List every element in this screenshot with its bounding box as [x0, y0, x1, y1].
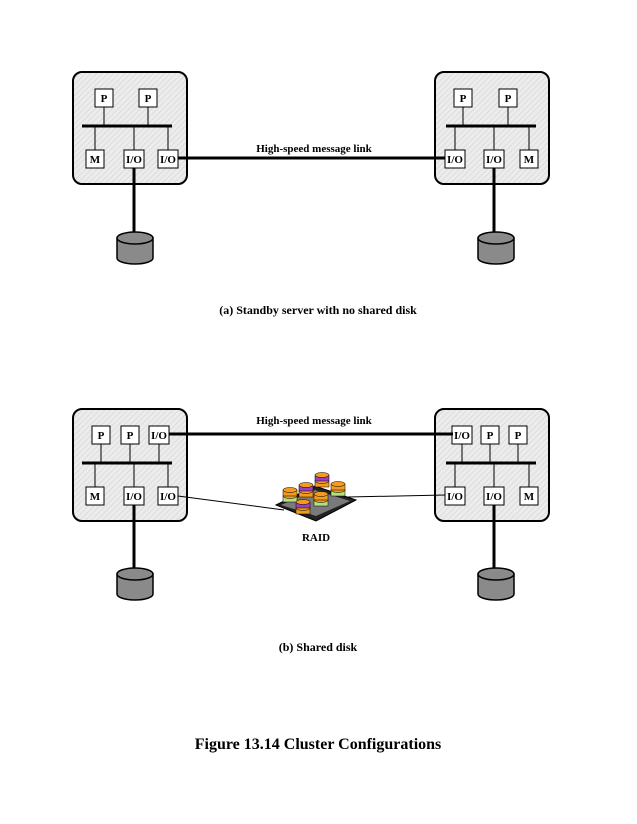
memory-label: M: [90, 154, 101, 166]
figure-title: Figure 13.14 Cluster Configurations: [195, 736, 442, 753]
processor-label: P: [127, 430, 134, 442]
io-label: I/O: [486, 154, 502, 166]
io-label: I/O: [160, 154, 176, 166]
diagram-b: P P I/O M I/O I/O I/O: [72, 408, 550, 654]
link-label: High-speed message link: [256, 143, 372, 155]
disk-icon: [116, 567, 154, 601]
processor-label: P: [101, 93, 108, 105]
link-label: High-speed message link: [256, 415, 372, 427]
io-label: I/O: [486, 491, 502, 503]
io-label: I/O: [447, 491, 463, 503]
raid-disk-icon: [282, 487, 298, 503]
node-a-left: P P M I/O I/O: [72, 71, 188, 185]
processor-label: P: [515, 430, 522, 442]
memory-label: M: [524, 154, 535, 166]
raid-connection: [177, 495, 285, 511]
io-label: I/O: [151, 430, 167, 442]
processor-label: P: [460, 93, 467, 105]
caption-b: (b) Shared disk: [279, 640, 358, 654]
raid-disk-icon: [298, 482, 314, 498]
raid-array-icon: [274, 472, 358, 522]
io-label: I/O: [447, 154, 463, 166]
io-label: I/O: [126, 491, 142, 503]
caption-a: (a) Standby server with no shared disk: [219, 303, 417, 317]
disk-icon: [116, 231, 154, 265]
node-b-left: P P I/O M I/O I/O: [72, 408, 188, 522]
raid-disk-icon: [314, 472, 330, 488]
processor-label: P: [505, 93, 512, 105]
processor-label: P: [487, 430, 494, 442]
disk-icon: [477, 567, 515, 601]
raid-disk-icon: [295, 499, 311, 515]
memory-label: M: [90, 491, 101, 503]
io-label: I/O: [126, 154, 142, 166]
io-label: I/O: [454, 430, 470, 442]
diagram-a: P P M I/O I/O P P: [72, 71, 550, 317]
node-b-right: I/O P P I/O I/O M: [434, 408, 550, 522]
raid-label: RAID: [302, 532, 330, 544]
processor-label: P: [98, 430, 105, 442]
node-a-right: P P I/O I/O M: [434, 71, 550, 185]
io-label: I/O: [160, 491, 176, 503]
disk-icon: [477, 231, 515, 265]
processor-label: P: [145, 93, 152, 105]
raid-disk-icon: [313, 491, 329, 507]
memory-label: M: [524, 491, 535, 503]
raid-disk-icon: [330, 481, 346, 497]
raid-connection: [347, 494, 446, 498]
